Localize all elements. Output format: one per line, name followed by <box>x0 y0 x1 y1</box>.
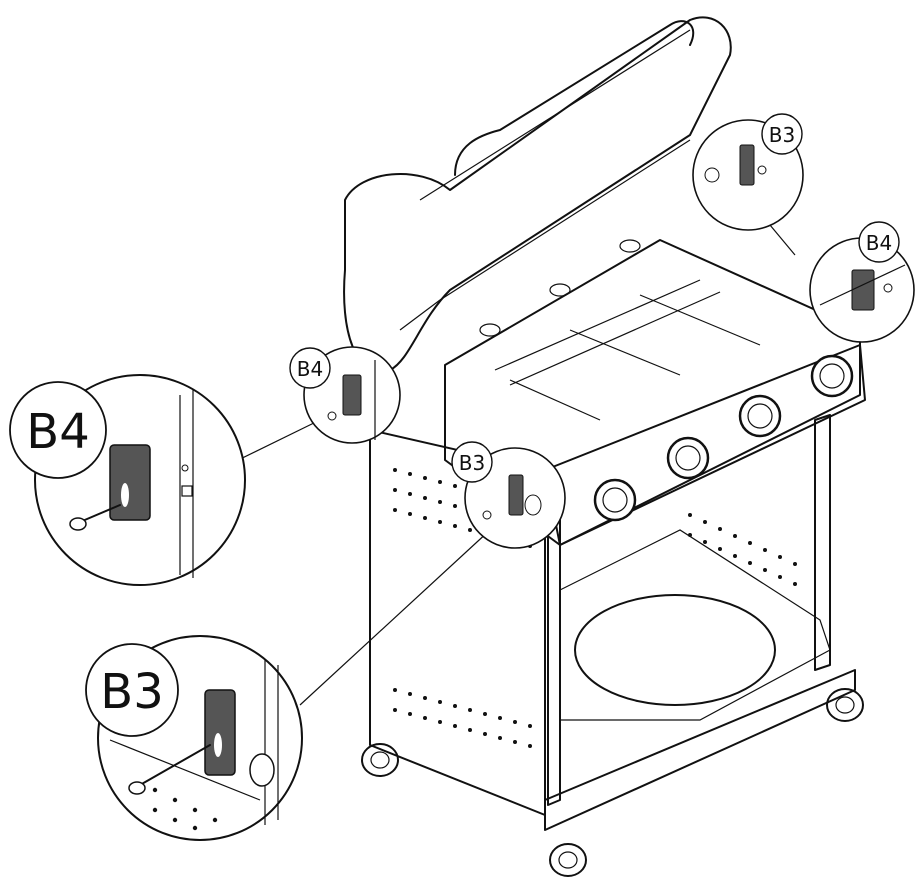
screw-icon <box>69 517 87 531</box>
callout-label: B3 <box>769 123 795 147</box>
burner-knob-2 <box>666 436 710 480</box>
small-magnifier-b4-right <box>809 237 915 343</box>
callout-small-b3-top: B3 <box>761 113 803 155</box>
caster-right <box>826 688 864 722</box>
vent-holes-back <box>688 513 797 586</box>
callout-label: B4 <box>866 231 892 255</box>
grill-lid <box>343 16 732 373</box>
burner-knob-4 <box>810 354 854 398</box>
burner-knob-3 <box>738 394 782 438</box>
bracket-b3-icon <box>204 689 236 776</box>
callout-small-b3-front: B3 <box>451 441 493 483</box>
callout-label: B4 <box>297 357 323 381</box>
callout-small-b4-left: B4 <box>289 347 331 389</box>
burner-knob-1 <box>593 478 637 522</box>
bracket-b4-icon <box>109 444 151 521</box>
small-magnifier-b3-front <box>464 447 566 549</box>
callout-label: B3 <box>100 664 163 720</box>
caster-back-left <box>361 743 399 777</box>
caster-front-left <box>549 843 587 877</box>
callout-label: B4 <box>26 404 89 460</box>
callout-small-b4-right: B4 <box>858 221 900 263</box>
callout-large-b4: B4 <box>9 381 107 479</box>
firebox <box>444 239 866 546</box>
callout-label: B3 <box>459 451 485 475</box>
callout-large-b3: B3 <box>85 643 179 737</box>
screw-icon <box>128 781 146 795</box>
